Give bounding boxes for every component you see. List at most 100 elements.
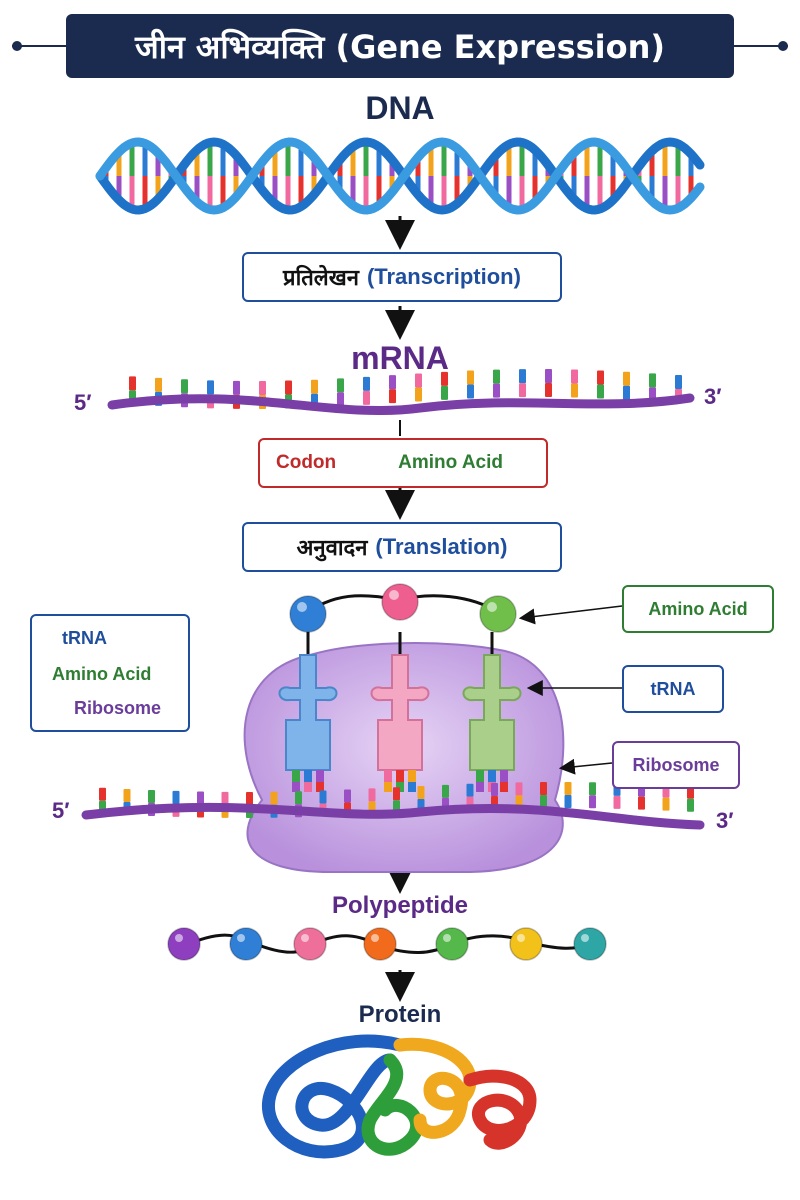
- nucleotide: [233, 380, 240, 395]
- amino-acid-bead-orange: [363, 927, 397, 961]
- nucleotide: [319, 790, 327, 804]
- bead-highlight: [443, 934, 451, 942]
- anticodon: [408, 770, 416, 782]
- nucleotide: [415, 373, 422, 388]
- trna-body: [278, 654, 338, 771]
- anticodon: [316, 782, 324, 792]
- page-title: जीन अभिव्यक्ति (Gene Expression): [134, 27, 666, 66]
- nucleotide: [441, 385, 448, 400]
- amino-acid-green-highlight: [487, 602, 497, 612]
- nucleotide: [540, 782, 547, 796]
- nucleotide: [519, 369, 526, 384]
- polypeptide-chain: [167, 927, 607, 961]
- nucleotide: [311, 379, 318, 394]
- nucleotide: [467, 370, 474, 385]
- transcription-english: (Transcription): [366, 264, 521, 289]
- callout-arrow-amino-acid: [518, 605, 623, 625]
- anticodon: [476, 770, 484, 782]
- title-dot-left: [12, 41, 22, 51]
- protein-label: Protein: [358, 1001, 442, 1028]
- nucleotide: [337, 378, 344, 393]
- nucleotide: [129, 376, 136, 391]
- amino-acid-bead-teal: [573, 927, 607, 961]
- nucleotide: [221, 791, 229, 805]
- nucleotide: [493, 369, 500, 384]
- mrna-five-prime-label: 5′: [74, 390, 92, 415]
- nucleotide: [623, 371, 630, 386]
- nucleotide: [344, 789, 351, 803]
- nucleotide: [389, 389, 396, 404]
- nucleotide: [415, 387, 422, 402]
- bead-highlight: [237, 934, 245, 942]
- amino-acid-green: [479, 595, 517, 633]
- legend-line-ribosome: Ribosome: [74, 698, 162, 718]
- protein-green-coil: [361, 1053, 424, 1156]
- mrna-label: mRNA: [351, 340, 449, 376]
- nucleotide: [564, 782, 572, 796]
- title-dot-right: [778, 41, 788, 51]
- nucleotide: [491, 782, 498, 796]
- nucleotide: [246, 791, 253, 805]
- amino-acid-bead-green: [435, 927, 469, 961]
- nucleotide: [389, 375, 396, 390]
- transcription-box: प्रतिलेखन (Transcription): [242, 252, 562, 302]
- nucleotide: [197, 791, 204, 805]
- anticodon: [488, 770, 496, 782]
- bead-highlight: [517, 934, 525, 942]
- ribosome-three-prime-label: 3′: [716, 808, 734, 833]
- amino-acid-bead-purple: [167, 927, 201, 961]
- anticodon: [408, 782, 416, 792]
- nucleotide: [564, 795, 572, 809]
- nucleotide: [571, 369, 578, 384]
- anticodon: [316, 770, 324, 782]
- title-banner: जीन अभिव्यक्ति (Gene Expression): [66, 14, 734, 78]
- nucleotide: [623, 385, 630, 400]
- codon-amino-acid-label: Amino Acid: [398, 452, 504, 473]
- anticodon: [292, 782, 300, 792]
- nucleotide: [393, 787, 400, 801]
- nucleotide: [467, 384, 474, 399]
- bead-highlight: [581, 934, 589, 942]
- nucleotide: [597, 370, 604, 385]
- polypeptide-beads: [167, 927, 607, 961]
- nucleotide: [155, 377, 162, 392]
- translation-english: (Translation): [375, 534, 508, 559]
- nucleotide: [515, 782, 523, 796]
- amino-acid-group: [289, 583, 517, 633]
- amino-acid-pink-highlight: [389, 590, 399, 600]
- protein-red-coil: [463, 1069, 537, 1150]
- polypeptide-label: Polypeptide: [331, 892, 469, 919]
- nucleotide: [337, 392, 344, 407]
- ribosome-five-prime-label: 5′: [52, 798, 70, 823]
- trna-molecule: [370, 632, 430, 792]
- nucleotide: [172, 790, 180, 804]
- nucleotide: [545, 369, 552, 384]
- callout-arrow-ribosome: [558, 758, 613, 775]
- anticodon: [304, 782, 312, 792]
- codon-box: Codon Amino Acid: [258, 438, 548, 488]
- dna-strand-b: [95, 137, 705, 215]
- dna-strand-a: [95, 137, 705, 215]
- amino-acid-blue-highlight: [297, 602, 307, 612]
- nucleotide: [687, 785, 694, 799]
- nucleotide: [687, 798, 694, 812]
- callout-amino-acid: Amino Acid: [622, 585, 774, 633]
- amino-acid-blue: [289, 595, 327, 633]
- callout-ribosome: Ribosome: [612, 741, 740, 789]
- nucleotide: [285, 380, 292, 395]
- title-rule-right: [734, 45, 788, 47]
- dna-helix: [95, 137, 705, 215]
- anticodon: [384, 770, 392, 782]
- nucleotide: [597, 384, 604, 399]
- nucleotide: [123, 788, 131, 802]
- nucleotide: [493, 383, 500, 398]
- trna-body: [370, 654, 430, 771]
- bead-highlight: [371, 934, 379, 942]
- trna-body: [462, 654, 522, 771]
- callout-trna: tRNA: [622, 665, 724, 713]
- nucleotide: [148, 790, 155, 804]
- legend-line-amino-acid: Amino Acid: [52, 664, 152, 684]
- nucleotide: [441, 371, 448, 386]
- nucleotide: [675, 375, 682, 390]
- mrna-three-prime-label: 3′: [704, 384, 722, 409]
